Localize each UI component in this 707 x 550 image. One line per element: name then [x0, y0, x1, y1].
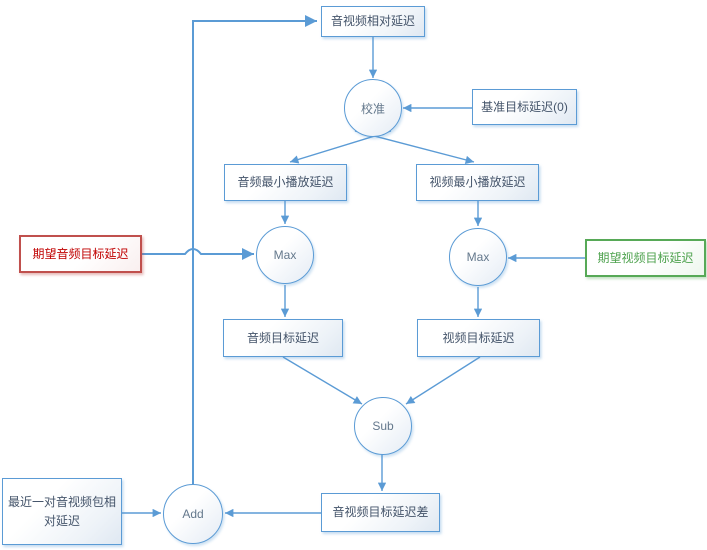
node-max-video[interactable]: Max — [449, 228, 507, 286]
node-label: Max — [273, 248, 297, 262]
node-sub[interactable]: Sub — [354, 397, 412, 455]
node-label: 校准 — [360, 101, 385, 116]
node-audio-min-play-delay[interactable]: 音频最小播放延迟 — [224, 164, 347, 201]
node-label: Add — [182, 507, 204, 521]
node-av-target-delay-diff[interactable]: 音视频目标延迟差 — [321, 493, 440, 532]
edge-expected-audio-to-max — [142, 248, 254, 260]
node-max-audio[interactable]: Max — [256, 226, 314, 284]
node-calibrate[interactable]: 校准 — [344, 79, 402, 137]
node-recent-av-pair-relative-delay[interactable]: 最近一对音视频包相对延迟 — [2, 478, 122, 545]
node-video-target-delay[interactable]: 视频目标延迟 — [417, 319, 540, 357]
edge-audio-target-to-sub — [282, 356, 363, 405]
node-label: 音视频目标延迟差 — [332, 505, 429, 520]
edge-add-to-av-relative-delay — [192, 15, 317, 484]
node-label: 音频最小播放延迟 — [237, 175, 334, 190]
node-label: 期望音频目标延迟 — [32, 246, 129, 261]
node-label: 视频目标延迟 — [442, 330, 515, 345]
node-expected-audio-target-delay[interactable]: 期望音频目标延迟 — [19, 235, 142, 273]
node-label: 基准目标延迟(0) — [481, 99, 568, 114]
node-av-relative-delay[interactable]: 音视频相对延迟 — [321, 6, 425, 37]
node-label: Sub — [372, 419, 394, 433]
node-expected-video-target-delay[interactable]: 期望视频目标延迟 — [585, 239, 706, 277]
node-label: 音频目标延迟 — [246, 330, 319, 345]
node-add[interactable]: Add — [163, 484, 223, 544]
node-baseline-target-delay[interactable]: 基准目标延迟(0) — [472, 89, 577, 125]
node-label: 最近一对音视频包相对延迟 — [7, 494, 116, 528]
node-label: 视频最小播放延迟 — [429, 175, 526, 190]
node-label: Max — [466, 250, 490, 264]
node-audio-target-delay[interactable]: 音频目标延迟 — [223, 319, 343, 357]
node-video-min-play-delay[interactable]: 视频最小播放延迟 — [416, 164, 539, 201]
node-label: 音视频相对延迟 — [330, 14, 415, 29]
edge-video-target-to-sub — [405, 356, 481, 405]
node-label: 期望视频目标延迟 — [597, 250, 694, 265]
